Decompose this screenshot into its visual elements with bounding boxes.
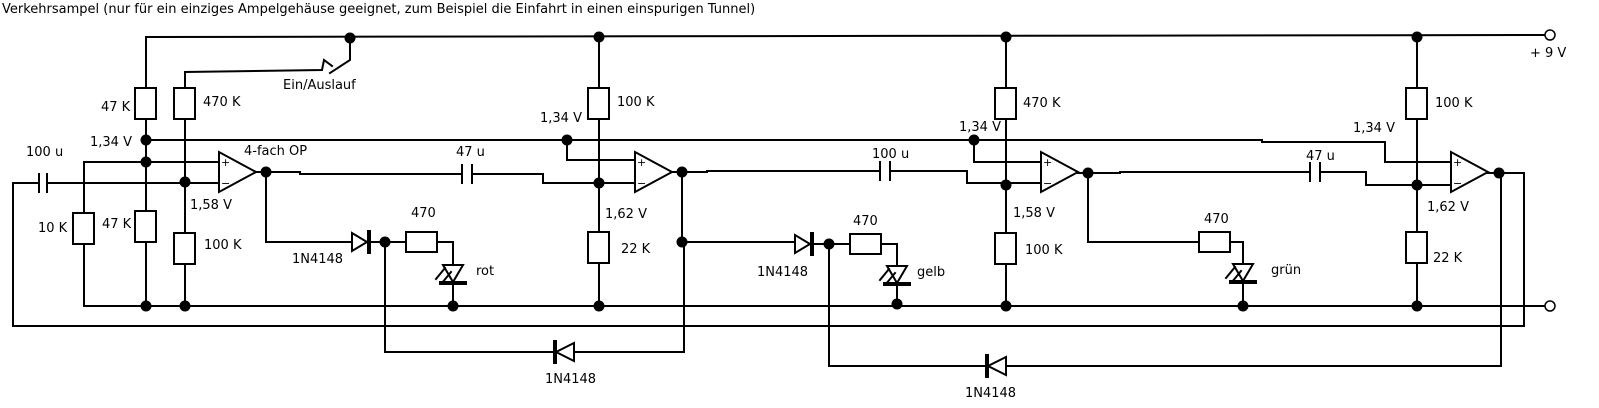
diode-yellow-label: 1N4148 bbox=[757, 265, 808, 280]
resistor-100k-b-label: 100 K bbox=[617, 95, 655, 110]
opamp-1 bbox=[218, 150, 259, 194]
svg-text:+: + bbox=[1453, 156, 1462, 169]
voltage-2-ref: 1,34 V bbox=[540, 111, 582, 126]
led-red bbox=[434, 264, 467, 285]
voltage-3-bias: 1,58 V bbox=[1013, 206, 1055, 221]
resistor-22k-a bbox=[587, 231, 610, 264]
resistor-47k-bottom bbox=[134, 210, 157, 243]
diode-feedback-2-label: 1N4148 bbox=[965, 386, 1016, 401]
svg-text:+: + bbox=[1043, 156, 1052, 169]
supply-rail bbox=[145, 29, 1556, 109]
svg-text:−: − bbox=[1453, 177, 1462, 190]
capacitor-47u-a-label: 47 u bbox=[456, 145, 485, 160]
voltage-2-bias: 1,62 V bbox=[605, 207, 647, 222]
reference-line bbox=[145, 139, 1454, 163]
resistor-470k-a bbox=[173, 87, 196, 120]
led-yellow-label: gelb bbox=[917, 265, 945, 280]
resistor-100k-c-label: 100 K bbox=[1025, 243, 1063, 258]
capacitor-100u-b-label: 100 u bbox=[872, 147, 909, 162]
led-green bbox=[1224, 263, 1257, 284]
voltage-1-bias: 1,58 V bbox=[190, 198, 232, 213]
resistor-10k-label: 10 K bbox=[38, 221, 68, 236]
opamp-3 bbox=[1040, 150, 1081, 194]
resistor-100k-a bbox=[173, 232, 196, 265]
supply-label: + 9 V bbox=[1530, 46, 1566, 61]
resistor-470k-a-label: 470 K bbox=[203, 95, 241, 110]
led-yellow bbox=[878, 265, 911, 286]
supply-terminal bbox=[1544, 29, 1556, 41]
diode-red-label: 1N4148 bbox=[292, 252, 343, 267]
ground-rail bbox=[83, 300, 1556, 312]
svg-text:−: − bbox=[1043, 177, 1052, 190]
resistor-22k-b bbox=[1405, 231, 1428, 264]
resistor-470-yellow bbox=[849, 233, 882, 255]
resistor-470-green-label: 470 bbox=[1204, 212, 1229, 227]
resistor-470-red bbox=[405, 231, 438, 253]
capacitor-47u-b-label: 47 u bbox=[1306, 149, 1335, 164]
voltage-4-ref: 1,34 V bbox=[1353, 121, 1395, 136]
power-switch bbox=[184, 36, 351, 89]
diode-feedback-1-label: 1N4148 bbox=[545, 372, 596, 387]
diode-red bbox=[351, 231, 369, 253]
resistor-22k-b-label: 22 K bbox=[1433, 251, 1463, 266]
svg-text:−: − bbox=[221, 177, 230, 190]
resistor-470-red-label: 470 bbox=[411, 206, 436, 221]
opamp-label: 4-fach OP bbox=[244, 144, 307, 159]
resistor-100k-a-label: 100 K bbox=[204, 238, 242, 253]
capacitor-100u-a-label: 100 u bbox=[26, 145, 63, 160]
diagram-title: Verkehrsampel (nur für ein einziges Ampe… bbox=[2, 2, 755, 17]
resistor-47k-top bbox=[134, 87, 157, 120]
switch-label: Ein/Auslauf bbox=[283, 78, 356, 93]
resistor-470k-b-label: 470 K bbox=[1023, 96, 1061, 111]
svg-text:−: − bbox=[637, 177, 646, 190]
resistor-22k-a-label: 22 K bbox=[621, 242, 651, 257]
voltage-3-ref: 1,34 V bbox=[959, 120, 1001, 135]
voltage-4-bias: 1,62 V bbox=[1427, 200, 1469, 215]
resistor-100k-d-label: 100 K bbox=[1435, 96, 1473, 111]
led-green-label: grün bbox=[1271, 263, 1301, 278]
svg-text:+: + bbox=[221, 156, 230, 169]
resistor-47k-bottom-label: 47 K bbox=[102, 217, 132, 232]
resistor-47k-top-label: 47 K bbox=[101, 100, 131, 115]
diode-feedback-2 bbox=[985, 355, 1007, 377]
resistor-100k-d bbox=[1405, 87, 1428, 120]
diode-feedback-1 bbox=[553, 341, 575, 363]
opamp-4 bbox=[1450, 150, 1491, 194]
resistor-470k-b bbox=[994, 87, 1017, 120]
diode-yellow bbox=[794, 233, 812, 255]
svg-text:+: + bbox=[637, 156, 646, 169]
opamp-2 bbox=[634, 150, 675, 194]
resistor-470-yellow-label: 470 bbox=[853, 214, 878, 229]
resistor-100k-b bbox=[587, 87, 610, 120]
resistor-10k bbox=[72, 212, 95, 245]
ground-terminal bbox=[1544, 300, 1556, 312]
voltage-1-ref: 1,34 V bbox=[90, 135, 132, 150]
led-red-label: rot bbox=[476, 264, 494, 279]
resistor-100k-c bbox=[994, 232, 1017, 265]
resistor-470-green bbox=[1198, 231, 1231, 253]
